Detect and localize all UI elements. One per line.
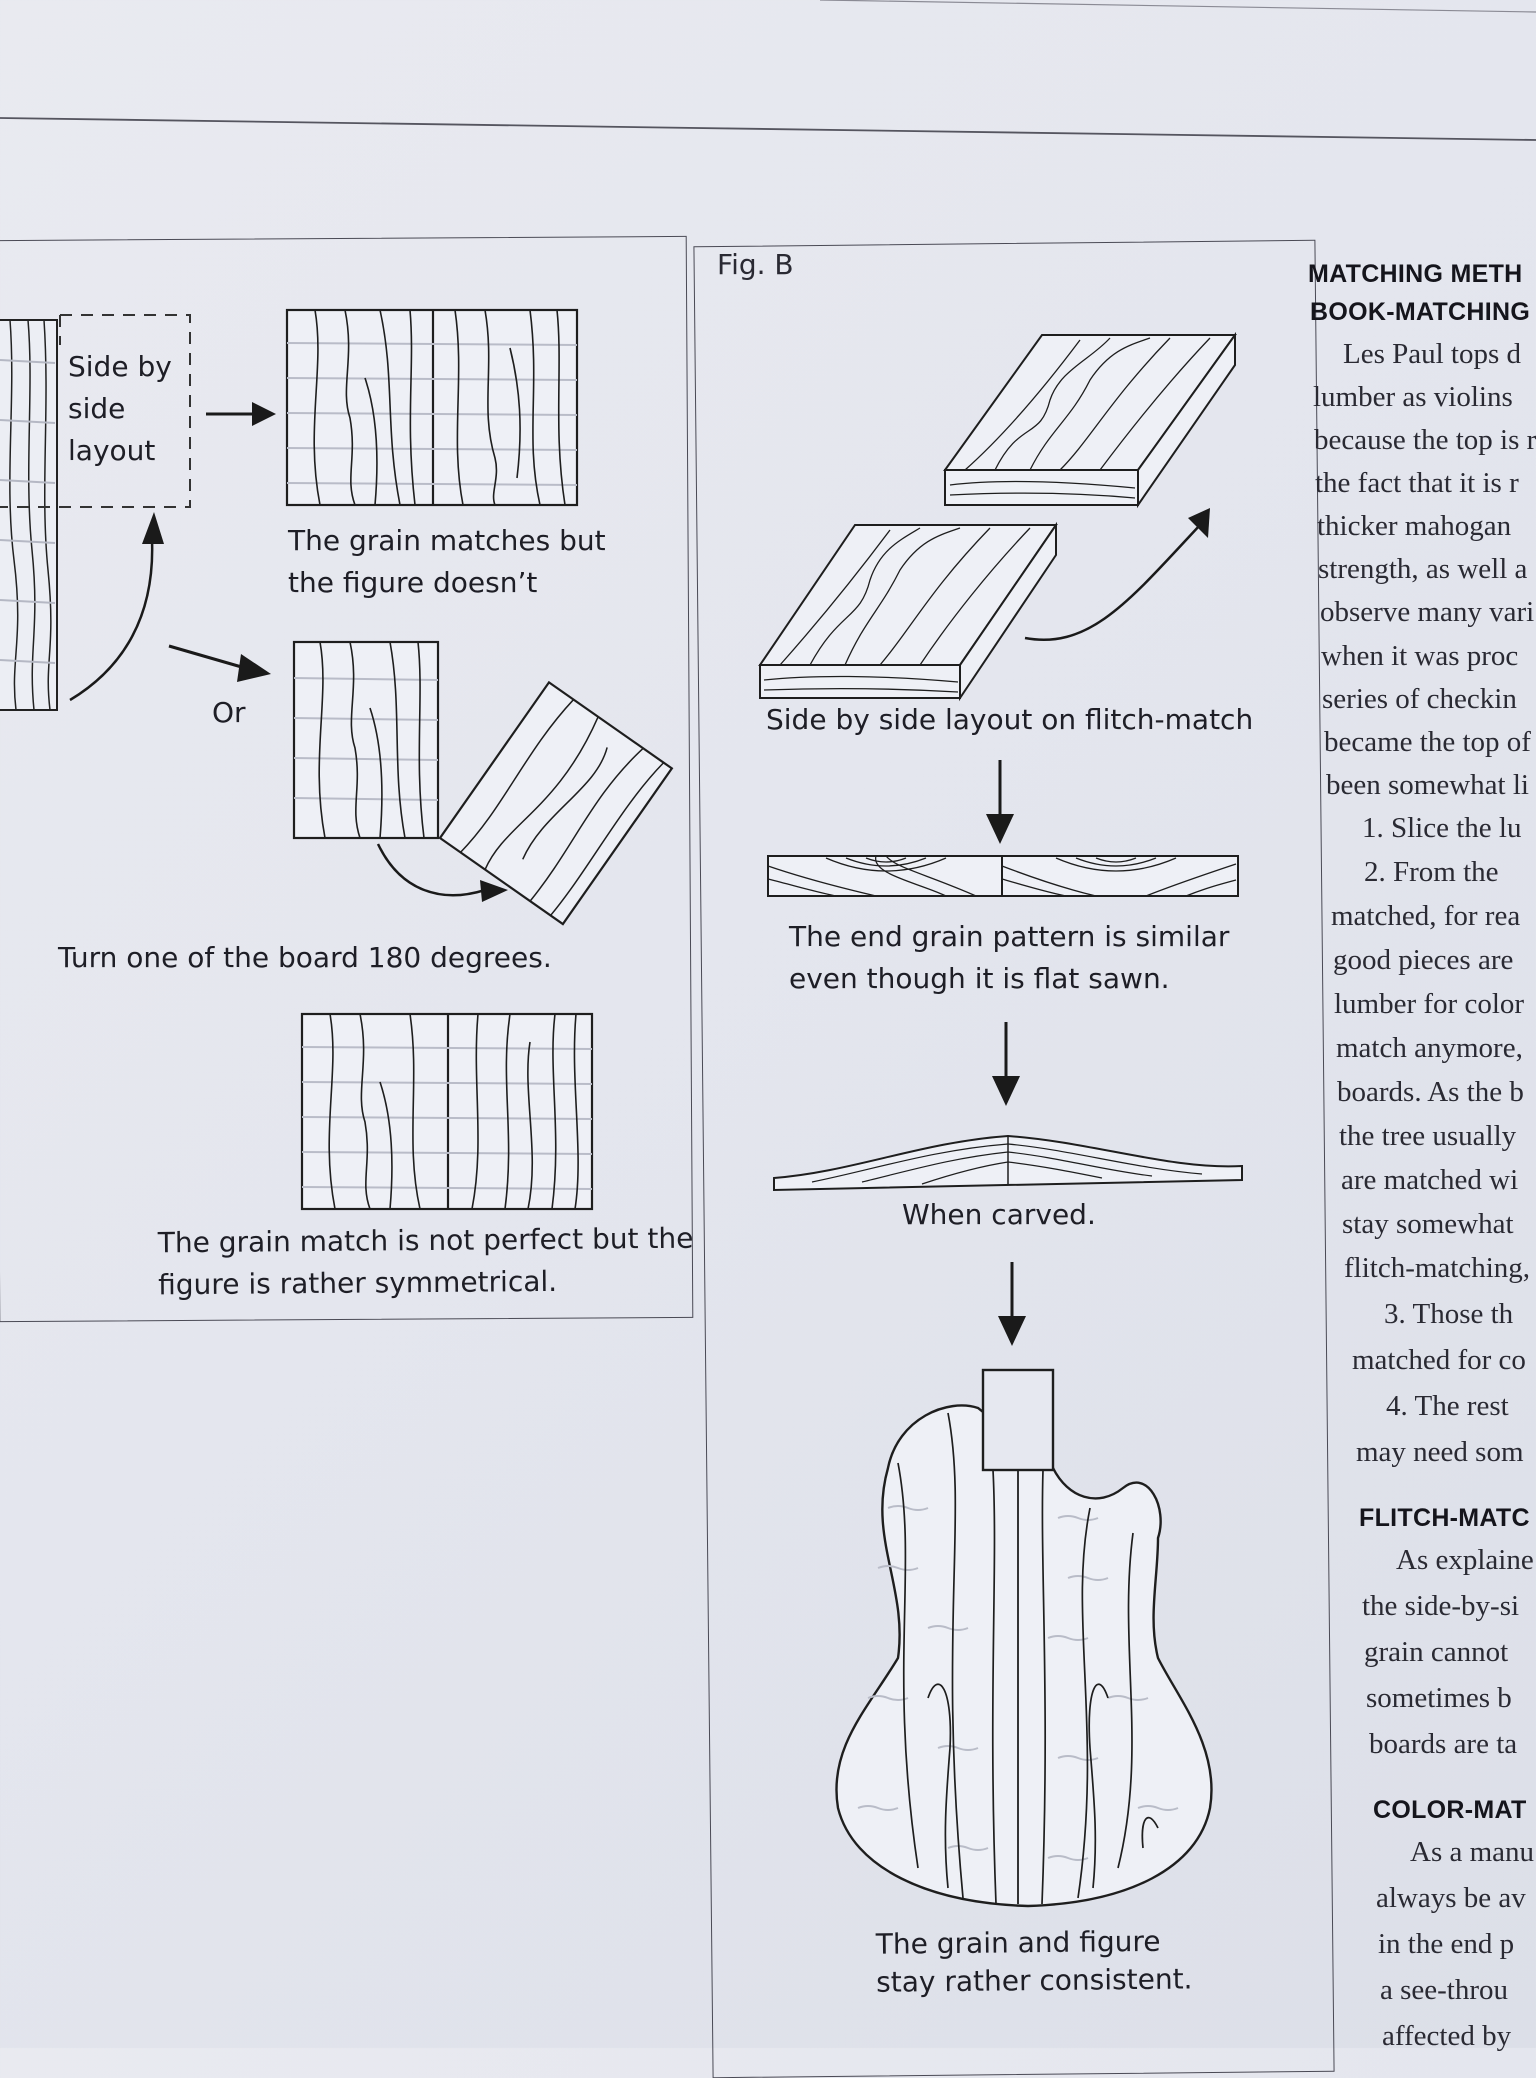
caption-not-perfect: The grain match is not perfect but the f… — [157, 1221, 694, 1302]
grain-matched-boards — [285, 308, 579, 507]
body-line: boards. As the b — [1337, 1076, 1524, 1108]
body-line: lumber for color — [1334, 988, 1525, 1020]
body-line: been somewhat li — [1326, 769, 1529, 801]
body-line: grain cannot — [1364, 1636, 1509, 1668]
arrow-down-icon — [986, 760, 1014, 844]
caption-carved: When carved. — [902, 1198, 1096, 1231]
arrow-diagonal-icon — [168, 644, 271, 682]
body-line: As a manu — [1410, 1836, 1535, 1868]
body-line: always be av — [1376, 1882, 1526, 1914]
body-line: matched, for rea — [1331, 900, 1521, 932]
turn-caption: Turn one of the board 180 degrees. — [58, 941, 552, 974]
caption-consistent: The grain and figure stay rather consist… — [875, 1924, 1193, 1999]
caption-end-grain: The end grain pattern is similar even th… — [789, 920, 1230, 995]
heading-flitch-matching: FLITCH-MATC — [1359, 1504, 1530, 1532]
body-line: thicker mahogan — [1317, 510, 1512, 542]
body-line: series of checkin — [1322, 683, 1517, 715]
body-line: boards are ta — [1369, 1728, 1518, 1760]
heading-color-matching: COLOR-MAT — [1373, 1796, 1527, 1824]
body-line: sometimes b — [1366, 1682, 1512, 1714]
fig-b-title: Fig. B — [717, 248, 794, 281]
carved-profile — [773, 1134, 1243, 1192]
body-line: stay somewhat — [1342, 1208, 1514, 1240]
body-line: the fact that it is r — [1315, 467, 1519, 499]
body-line: are matched wi — [1341, 1164, 1519, 1196]
body-line: became the top of — [1324, 726, 1531, 758]
body-line: because the top is r — [1314, 424, 1536, 456]
side-layout-dashed-box — [0, 314, 191, 508]
body-line: 4. The rest — [1386, 1390, 1509, 1422]
arrow-down-icon-3 — [998, 1262, 1026, 1346]
page-top-rules — [0, 0, 1536, 141]
body-line: 2. From the — [1364, 856, 1499, 888]
body-line: As explaine — [1396, 1544, 1534, 1576]
or-label: Or — [212, 696, 246, 729]
flitch-boards-3d — [758, 331, 1237, 702]
body-line: affected by — [1382, 2020, 1512, 2052]
turned-boards — [292, 640, 674, 926]
body-line: good pieces are — [1333, 944, 1514, 976]
body-line: in the end p — [1378, 1928, 1515, 1960]
body-line: flitch-matching, — [1344, 1252, 1531, 1284]
body-line: match anymore, — [1336, 1032, 1523, 1064]
curved-arrow-up-icon — [69, 512, 164, 702]
side-layout-label: Side by side layout — [68, 350, 172, 467]
body-line: the side-by-si — [1362, 1590, 1520, 1622]
body-line: a see-throu — [1380, 1974, 1509, 2006]
body-line: Les Paul tops d — [1343, 338, 1522, 370]
body-line: the tree usually — [1339, 1120, 1517, 1152]
symmetrical-boards — [300, 1012, 594, 1211]
heading-book-matching: BOOK-MATCHING — [1310, 298, 1531, 326]
body-line: 1. Slice the lu — [1362, 812, 1522, 844]
body-line: may need som — [1356, 1436, 1524, 1468]
caption-grain-matches: The grain matches but the figure doesn’t — [288, 524, 606, 599]
arrow-right-icon — [206, 402, 276, 426]
heading-matching-methods: MATCHING METH — [1308, 260, 1523, 288]
caption-flitch: Side by side layout on flitch-match — [766, 703, 1254, 736]
body-line: matched for co — [1352, 1344, 1526, 1376]
body-line: when it was proc — [1321, 640, 1519, 672]
end-grain-strip — [767, 855, 1239, 897]
left-board-strip — [0, 319, 58, 711]
guitar-body — [835, 1368, 1213, 1908]
body-line: strength, as well a — [1318, 553, 1528, 585]
arrow-down-icon-2 — [992, 1022, 1020, 1106]
body-line: lumber as violins — [1313, 381, 1513, 413]
body-line: 3. Those th — [1384, 1298, 1514, 1330]
body-line: observe many vari — [1320, 596, 1535, 628]
